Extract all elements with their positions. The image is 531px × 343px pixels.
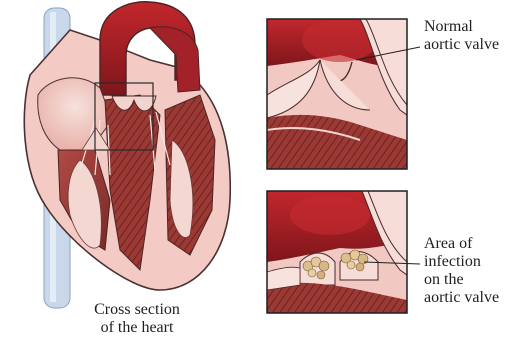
caption-cross-section: Cross section of the heart xyxy=(62,301,212,337)
infected-valve-inset xyxy=(267,191,420,313)
caption-infection-line1: Area of xyxy=(424,235,531,253)
caption-cross-section-line2: of the heart xyxy=(62,319,212,337)
caption-infection-line4: aortic valve xyxy=(424,289,531,307)
caption-normal-line1: Normal xyxy=(424,18,531,36)
caption-infection-line3: on the xyxy=(424,271,531,289)
normal-valve-inset xyxy=(267,18,420,169)
caption-normal-valve: Normal aortic valve xyxy=(424,18,531,54)
caption-normal-line2: aortic valve xyxy=(424,36,531,54)
caption-cross-section-line1: Cross section xyxy=(62,301,212,319)
caption-infection-line2: infection xyxy=(424,253,531,271)
caption-infection: Area of infection on the aortic valve xyxy=(424,235,531,307)
heart-cross-section-illustration xyxy=(24,2,230,308)
